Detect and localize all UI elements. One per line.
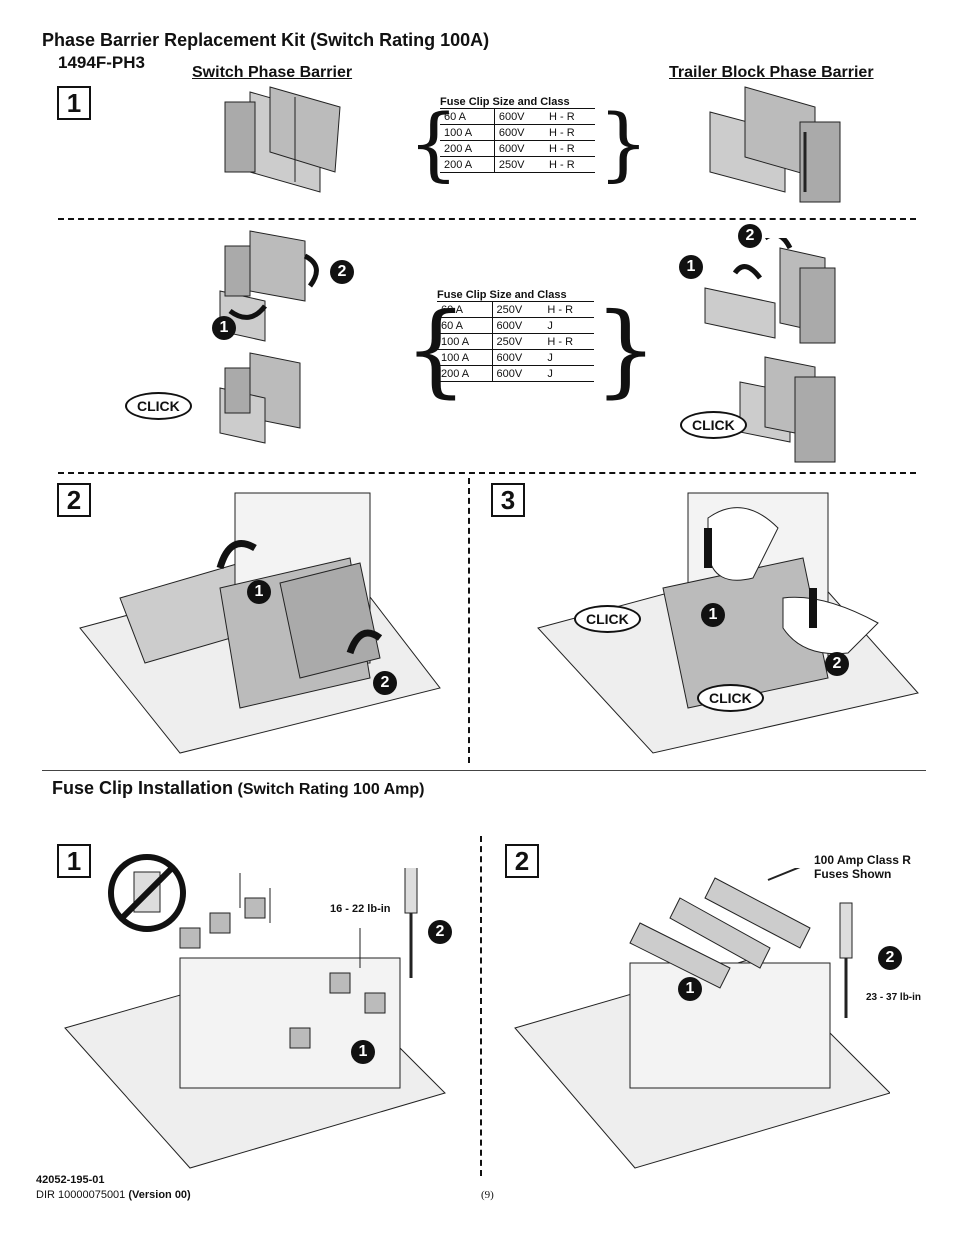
section-divider bbox=[42, 770, 926, 771]
barrier-click-illustration bbox=[537, 492, 919, 754]
barrier-assembled-illustration bbox=[219, 352, 301, 444]
badge-2: 2 bbox=[825, 652, 849, 676]
doc-number: 42052-195-01 bbox=[36, 1174, 105, 1186]
badge-1: 1 bbox=[247, 580, 271, 604]
torque-label: 23 - 37 lb-in bbox=[866, 992, 922, 1003]
page-number: (9) bbox=[481, 1189, 494, 1201]
brace-right: } bbox=[598, 97, 649, 190]
divider-dashed bbox=[58, 218, 916, 220]
trailer-barrier-label: Trailer Block Phase Barrier bbox=[669, 64, 874, 81]
switch-install-illustration bbox=[79, 492, 441, 754]
click-callout: CLICK bbox=[574, 605, 641, 633]
step-box-3: 3 bbox=[491, 483, 525, 517]
trailer-assembled-illustration bbox=[739, 356, 836, 463]
torque-label: 16 - 22 lb-in bbox=[330, 903, 391, 915]
switch-barrier-illustration bbox=[224, 86, 341, 193]
fuse-table-2-title: Fuse Clip Size and Class bbox=[437, 289, 567, 301]
badge-2: 2 bbox=[373, 671, 397, 695]
trailer-fold-illustration bbox=[704, 238, 836, 344]
brace-right: } bbox=[594, 291, 658, 408]
dir-line: DIR 10000075001 (Version 00) bbox=[36, 1189, 191, 1201]
page-title: Phase Barrier Replacement Kit (Switch Ra… bbox=[42, 30, 490, 50]
click-callout: CLICK bbox=[697, 684, 764, 712]
divider-dashed-vertical bbox=[480, 836, 482, 1176]
badge-1: 1 bbox=[701, 603, 725, 627]
badge-1: 1 bbox=[351, 1040, 375, 1064]
switch-barrier-label: Switch Phase Barrier bbox=[192, 64, 353, 81]
click-callout-left: CLICK bbox=[125, 392, 192, 420]
badge-2: 2 bbox=[428, 920, 452, 944]
badge-2: 2 bbox=[878, 946, 902, 970]
divider-dashed bbox=[58, 472, 916, 474]
prohibited-icon bbox=[108, 854, 186, 932]
step-box-1: 1 bbox=[57, 844, 91, 878]
step-box-1: 1 bbox=[57, 86, 91, 120]
barrier-fold-illustration bbox=[219, 230, 319, 342]
fuse-note: 100 Amp Class R Fuses Shown bbox=[814, 853, 911, 881]
fuse-clip-title: Fuse Clip Installation (Switch Rating 10… bbox=[52, 778, 425, 798]
catalog-number: 1494F-PH3 bbox=[58, 53, 145, 72]
badge-1: 1 bbox=[679, 255, 703, 279]
badge-2: 2 bbox=[738, 224, 762, 248]
fuse-install-illustration bbox=[514, 868, 890, 1169]
fuse-clip-install-illustration bbox=[64, 868, 446, 1169]
badge-1: 1 bbox=[678, 977, 702, 1001]
trailer-barrier-illustration bbox=[709, 86, 841, 203]
fuse-table-1-title: Fuse Clip Size and Class bbox=[440, 96, 570, 108]
step-box-2: 2 bbox=[505, 844, 539, 878]
divider-dashed-vertical bbox=[468, 478, 470, 763]
click-callout-right: CLICK bbox=[680, 411, 747, 439]
badge-2: 2 bbox=[330, 260, 354, 284]
badge-1: 1 bbox=[212, 316, 236, 340]
step-box-2: 2 bbox=[57, 483, 91, 517]
